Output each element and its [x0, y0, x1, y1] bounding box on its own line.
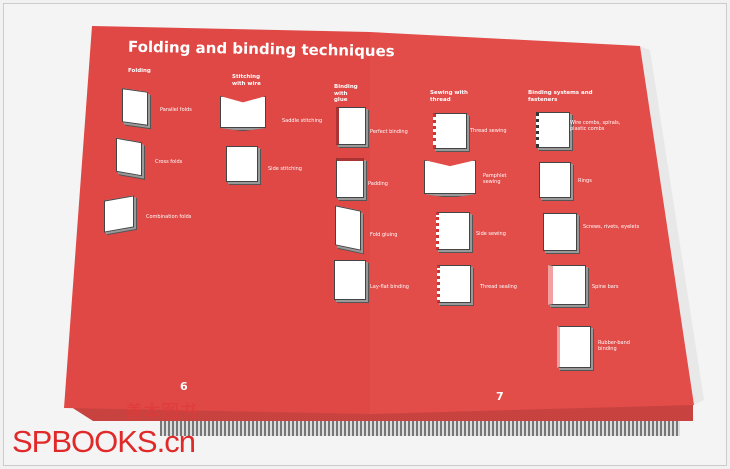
label: Padding: [368, 181, 388, 187]
rings-icon: [539, 162, 571, 198]
label: Side sewing: [476, 231, 506, 237]
padding-icon: [336, 158, 364, 198]
parallel-folds-icon: [122, 88, 148, 126]
label: Spine bars: [592, 284, 619, 290]
label: Screws, rivets, eyelets: [583, 224, 640, 230]
label: Cross folds: [155, 159, 183, 165]
label: Parallel folds: [160, 107, 192, 113]
label: Rubber-band binding: [598, 340, 630, 352]
label: Combination folds: [146, 214, 192, 220]
cross-folds-icon: [116, 137, 142, 177]
page-number-right: 7: [496, 390, 504, 403]
systems-heading: Binding systems and fasteners: [528, 90, 593, 103]
thread-sealing-icon: [437, 265, 471, 303]
label: Pamphlet sewing: [483, 173, 507, 185]
side-sewing-icon: [436, 212, 470, 250]
perfect-binding-icon: [336, 107, 366, 145]
label: Rings: [578, 178, 592, 184]
label: Saddle stitching: [282, 118, 323, 124]
label: Wire combs, spirals, plastic combs: [570, 120, 621, 132]
wire-heading: Stitching with wire: [232, 74, 261, 87]
label: Thread sealing: [480, 284, 517, 290]
rubber-band-icon: [557, 326, 591, 368]
thread-sewing-icon: [433, 113, 467, 149]
pamphlet-sewing-icon: [424, 160, 476, 194]
glue-heading: Binding with glue: [334, 84, 358, 103]
page-number-left: 6: [180, 380, 188, 393]
watermark-cn: 善本图书: [125, 402, 197, 423]
label: Thread sewing: [470, 128, 507, 134]
watermark-en: SPBOOKS.cn: [12, 424, 196, 459]
wire-comb-icon: [536, 112, 570, 148]
label: Side stitching: [268, 166, 302, 172]
side-stitching-icon: [226, 146, 258, 182]
lay-flat-binding-icon: [334, 260, 366, 300]
fold-gluing-icon: [335, 205, 361, 251]
label: Fold gluing: [370, 232, 398, 238]
combination-folds-icon: [104, 195, 134, 233]
book-cover-edge: [160, 418, 680, 436]
thread-heading: Sewing with thread: [430, 90, 468, 103]
label: Lay-flat binding: [370, 284, 409, 290]
folding-heading: Folding: [128, 68, 151, 74]
screws-icon: [543, 213, 577, 251]
label: Perfect binding: [370, 129, 408, 135]
spine-bars-icon: [548, 265, 586, 305]
